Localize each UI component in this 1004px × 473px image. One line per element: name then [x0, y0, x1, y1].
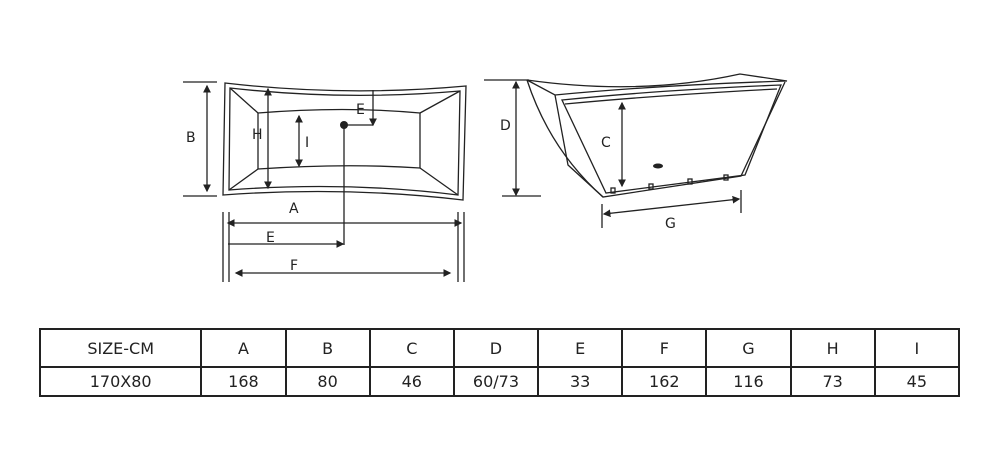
label-e-top: E: [356, 102, 365, 118]
table-cell: 170X80: [38, 366, 203, 397]
column-header: A: [200, 328, 287, 368]
top-view: B H I E A E F: [183, 81, 467, 282]
column-header: I: [873, 328, 961, 368]
column-header: H: [789, 328, 876, 368]
label-d: D: [500, 118, 511, 134]
table-cell: 73: [789, 366, 876, 397]
column-header: G: [705, 328, 792, 368]
table-cell: 33: [537, 366, 624, 397]
table-cell: 80: [284, 366, 371, 397]
label-e-bottom: E: [266, 230, 275, 246]
column-header: E: [537, 328, 624, 368]
label-b: B: [186, 130, 196, 146]
label-h: H: [252, 127, 263, 143]
side-view: D C G: [484, 73, 788, 232]
table-cell: 60/73: [452, 366, 540, 397]
column-header: B: [284, 328, 371, 368]
table-cell: 162: [621, 366, 708, 397]
table-cell: 45: [873, 366, 961, 397]
column-header: D: [452, 328, 540, 368]
table-cell: 46: [368, 366, 455, 397]
table-cell: 116: [705, 366, 792, 397]
label-i: I: [305, 135, 309, 151]
column-header: F: [621, 328, 708, 368]
label-c: C: [601, 135, 611, 151]
column-header: C: [368, 328, 455, 368]
table-cell: 168: [200, 366, 287, 397]
label-g: G: [665, 216, 676, 232]
column-header: SIZE-CM: [38, 328, 203, 368]
label-a: A: [289, 201, 299, 217]
label-f: F: [290, 258, 298, 274]
